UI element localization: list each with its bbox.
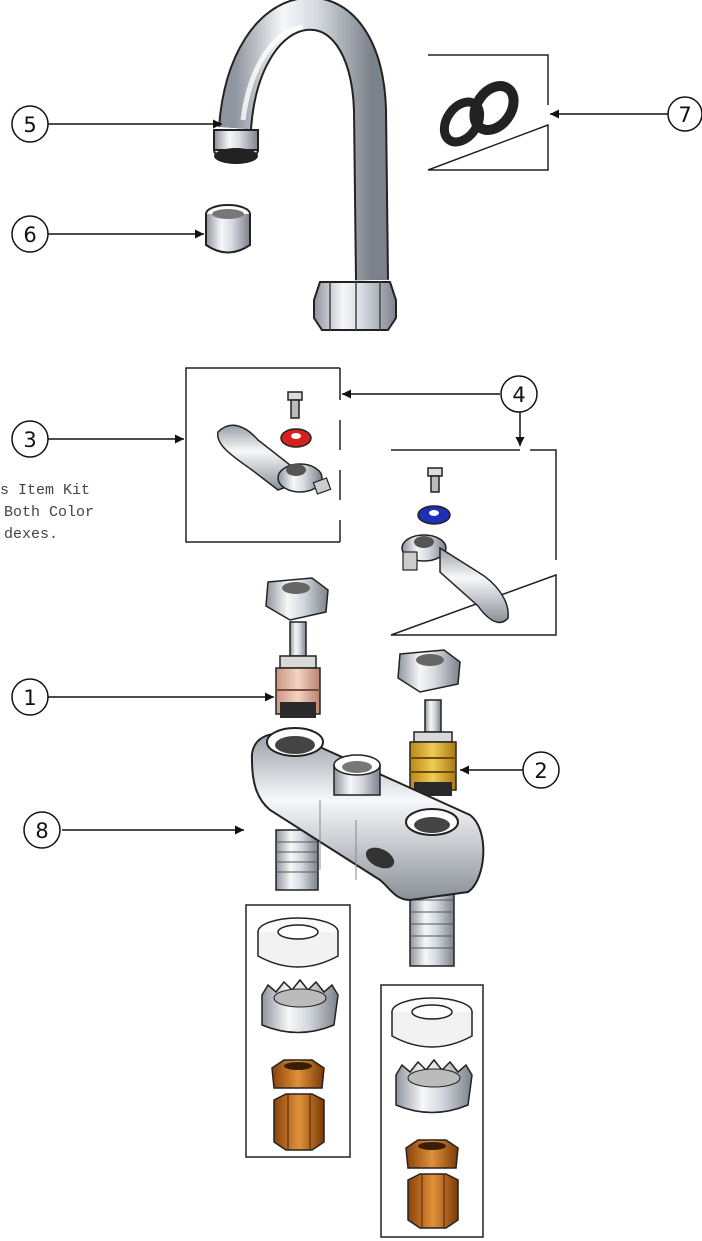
callout-6: 6 [11, 215, 49, 253]
callout-1: 1 [11, 678, 49, 716]
cold-cartridge [409, 699, 457, 796]
callout-3-label: 3 [23, 428, 36, 452]
hot-handle-kit [185, 367, 341, 543]
callout-5: 5 [11, 105, 49, 143]
cold-bonnet-nut [397, 649, 461, 693]
faucet-body [250, 727, 485, 967]
leader-lines [48, 109, 668, 835]
kit-note: s Item Kit Both Color dexes. [0, 482, 94, 543]
aerator [205, 204, 251, 254]
callout-4-label: 4 [512, 383, 525, 407]
gooseneck-spout [213, 0, 389, 281]
mounting-kit-left [245, 904, 351, 1158]
mounting-kit-right [380, 984, 484, 1238]
hot-bonnet-nut [265, 577, 329, 621]
note-line-1: s Item Kit [0, 482, 90, 499]
callout-5-label: 5 [23, 113, 36, 137]
callout-3: 3 [11, 420, 49, 458]
o-ring-kit [427, 54, 549, 171]
spout-base-nut [313, 281, 397, 331]
callout-6-label: 6 [23, 223, 36, 247]
note-line-3: dexes. [4, 526, 58, 543]
callout-1-label: 1 [23, 686, 36, 710]
callout-2: 2 [522, 751, 560, 789]
callout-4: 4 [500, 375, 538, 413]
callout-7: 7 [667, 96, 702, 132]
hot-cartridge [275, 621, 321, 718]
callout-7-label: 7 [678, 103, 691, 127]
callout-2-label: 2 [534, 759, 547, 783]
callout-8: 8 [23, 811, 61, 849]
note-line-2: Both Color [4, 504, 94, 521]
cold-handle-kit [390, 449, 557, 636]
callout-8-label: 8 [35, 819, 48, 843]
